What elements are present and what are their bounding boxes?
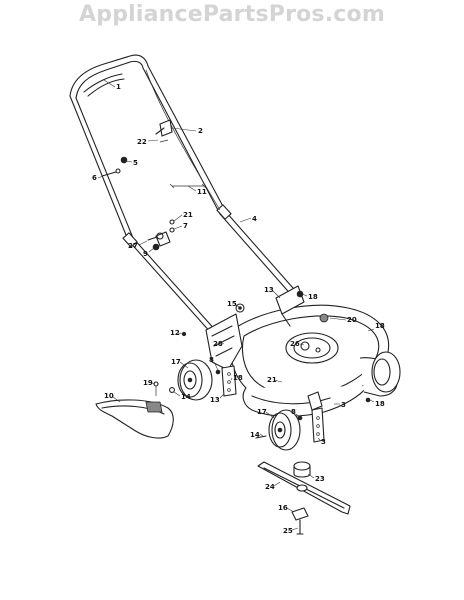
rear-bracket[interactable]: [275, 285, 305, 327]
callout-14-rear[interactable]: 14: [181, 393, 191, 401]
callout-3-bracket[interactable]: 3: [321, 438, 326, 446]
handle-bolts[interactable]: [147, 219, 175, 251]
callout-26[interactable]: 26: [290, 340, 300, 348]
callout-2[interactable]: 2: [198, 127, 203, 135]
callout-11[interactable]: 11: [197, 188, 207, 196]
callout-27[interactable]: 27: [128, 242, 138, 250]
callout-13-upper[interactable]: 13: [264, 286, 274, 294]
callout-18-front[interactable]: 18: [375, 400, 385, 408]
blade-adapter[interactable]: [293, 461, 311, 478]
mower-deck[interactable]: [229, 304, 398, 417]
wheel-bracket-rear[interactable]: [215, 365, 237, 397]
watermark-text: AppliancePartsPros.com: [79, 2, 385, 27]
callout-21-upper[interactable]: 21: [183, 211, 193, 219]
callout-21-lower[interactable]: 21: [267, 376, 277, 384]
handle-knob[interactable]: [101, 156, 128, 177]
callout-17-front[interactable]: 17: [257, 408, 267, 416]
wheel-front-right[interactable]: [371, 351, 401, 393]
callout-7[interactable]: 7: [183, 222, 188, 230]
callout-18-right[interactable]: 18: [375, 322, 385, 330]
wheel-front-left[interactable]: [255, 409, 301, 451]
callout-16[interactable]: 16: [278, 504, 288, 512]
callout-22[interactable]: 22: [137, 138, 147, 146]
callout-19[interactable]: 19: [143, 379, 153, 387]
callout-28[interactable]: 28: [213, 340, 223, 348]
callout-18-rear[interactable]: 18: [233, 374, 243, 382]
callout-12[interactable]: 12: [170, 329, 180, 337]
height-adjuster[interactable]: [181, 303, 245, 371]
upper-handle[interactable]: [69, 54, 227, 241]
discharge-chute[interactable]: [95, 381, 174, 439]
callout-8-front[interactable]: 8: [291, 408, 296, 416]
callout-labels: 1 2 22 5 6 11 4 21 7 27 9 13 18 15 20 12…: [92, 83, 385, 535]
callout-25[interactable]: 25: [283, 527, 293, 535]
callout-18-upper[interactable]: 18: [308, 293, 318, 301]
wheel-rear-left[interactable]: [169, 359, 213, 401]
callout-9[interactable]: 9: [143, 250, 148, 258]
callout-3-deck[interactable]: 3: [341, 401, 346, 409]
cable-clip[interactable]: [155, 119, 173, 143]
lower-handle[interactable]: [122, 204, 301, 335]
callout-1[interactable]: 1: [116, 83, 121, 91]
mower-blade[interactable]: [257, 461, 351, 515]
callout-17-rear[interactable]: 17: [171, 358, 181, 366]
callout-8-rear[interactable]: 8: [209, 356, 214, 364]
callout-14-front[interactable]: 14: [250, 431, 260, 439]
wheel-bracket-front[interactable]: [297, 391, 371, 443]
callout-4[interactable]: 4: [252, 215, 257, 223]
callout-23[interactable]: 23: [315, 475, 325, 483]
callout-6[interactable]: 6: [92, 174, 97, 182]
callout-15[interactable]: 15: [227, 300, 237, 308]
callout-24[interactable]: 24: [265, 483, 275, 491]
blade-bolt[interactable]: [291, 507, 309, 535]
control-cable[interactable]: [145, 69, 221, 211]
callout-13-lower[interactable]: 13: [210, 396, 220, 404]
leader-lines: [97, 79, 375, 531]
callout-20[interactable]: 20: [347, 316, 357, 324]
callout-10[interactable]: 10: [104, 392, 114, 400]
callout-5[interactable]: 5: [133, 159, 138, 167]
